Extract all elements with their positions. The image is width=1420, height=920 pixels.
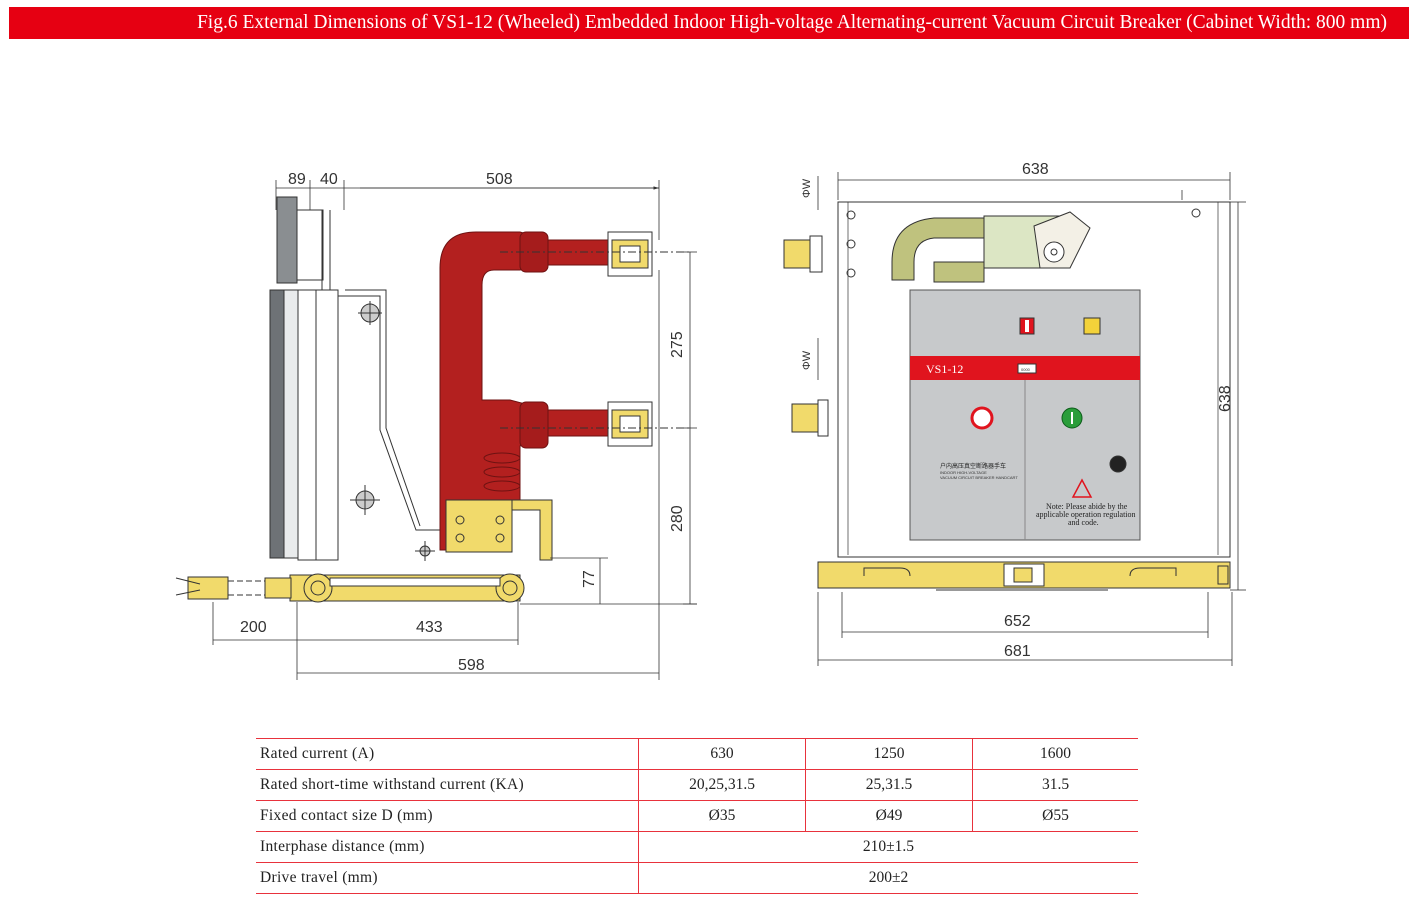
table-row: Drive travel (mm) 200±2 bbox=[256, 862, 1138, 894]
nameplate-sub1: INDOOR HIGH-VOLTAGE bbox=[940, 470, 987, 475]
dim-652: 652 bbox=[1004, 613, 1031, 630]
panel-note-line1: Note: Please abide by the bbox=[1046, 502, 1128, 511]
dim-508: 508 bbox=[486, 171, 513, 188]
nameplate-title: 户内高压真空断路器手车 bbox=[940, 462, 1006, 470]
row-label: Interphase distance (mm) bbox=[256, 831, 639, 863]
table-row: Interphase distance (mm) 210±1.5 bbox=[256, 831, 1138, 863]
panel-note-line3: and code. bbox=[1068, 518, 1099, 527]
dim-681: 681 bbox=[1004, 643, 1031, 660]
figure-title: Fig.6 External Dimensions of VS1-12 (Whe… bbox=[9, 7, 1409, 39]
dim-40: 40 bbox=[320, 171, 338, 188]
dim-598: 598 bbox=[458, 657, 485, 674]
dim-638-width: 638 bbox=[1022, 161, 1049, 178]
dim-77: 77 bbox=[581, 570, 598, 588]
row-label: Rated short-time withstand current (KA) bbox=[256, 769, 639, 801]
table-cell: Ø49 bbox=[805, 800, 973, 832]
side-view bbox=[175, 180, 697, 680]
row-label: Rated current (A) bbox=[256, 738, 639, 770]
table-cell: Ø55 bbox=[972, 800, 1138, 832]
table-cell: 25,31.5 bbox=[805, 769, 973, 801]
table-cell: 20,25,31.5 bbox=[638, 769, 806, 801]
table-row: Fixed contact size D (mm) Ø35 Ø49 Ø55 bbox=[256, 800, 1138, 832]
dim-433: 433 bbox=[416, 619, 443, 636]
row-label: Fixed contact size D (mm) bbox=[256, 800, 639, 832]
table-cell: Ø35 bbox=[638, 800, 806, 832]
dim-638-height: 638 bbox=[1217, 385, 1234, 412]
table-cell: 210±1.5 bbox=[638, 831, 1138, 863]
row-label: Drive travel (mm) bbox=[256, 862, 639, 894]
spec-table: Rated current (A) 630 1250 1600 Rated sh… bbox=[256, 738, 1138, 894]
nameplate-sub2: VACUUM CIRCUIT BREAKER HANDCART bbox=[940, 475, 1018, 480]
panel-counter: 0000 bbox=[1021, 367, 1031, 372]
table-cell: 31.5 bbox=[972, 769, 1138, 801]
table-cell: 200±2 bbox=[638, 862, 1138, 894]
dim-89: 89 bbox=[288, 171, 306, 188]
phi-w-mid: ΦW bbox=[801, 350, 813, 370]
table-cell: 1250 bbox=[805, 738, 973, 770]
panel-note-line2: applicable operation regulation bbox=[1036, 510, 1136, 519]
dim-275: 275 bbox=[669, 331, 686, 358]
table-cell: 630 bbox=[638, 738, 806, 770]
table-row: Rated short-time withstand current (KA) … bbox=[256, 769, 1138, 801]
dim-200: 200 bbox=[240, 619, 267, 636]
phi-w-top: ΦW bbox=[801, 178, 813, 198]
table-cell: 1600 bbox=[972, 738, 1138, 770]
panel-model-label: VS1-12 bbox=[926, 362, 963, 376]
front-view bbox=[783, 172, 1246, 666]
table-row: Rated current (A) 630 1250 1600 bbox=[256, 738, 1138, 770]
dim-280: 280 bbox=[669, 505, 686, 532]
